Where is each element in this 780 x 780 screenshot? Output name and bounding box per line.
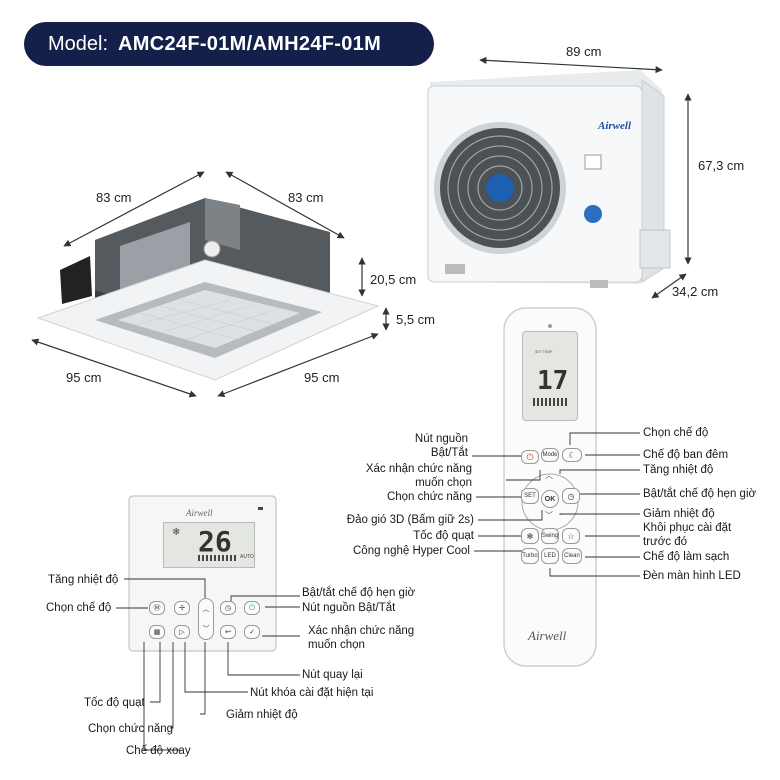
remote-label-clean: Chế độ làm sạch (643, 551, 730, 563)
wall-label-fan: Tốc độ quạt (84, 697, 145, 709)
remote-label-hyper: Công nghệ Hyper Cool (353, 545, 470, 557)
remote-timer-button[interactable]: ◷ (562, 488, 580, 504)
outdoor-depth-label: 34,2 cm (672, 284, 719, 299)
wall-timer-button[interactable]: ◷ (220, 601, 236, 615)
remote-set-temp: SET TEMP (535, 350, 553, 354)
wall-down-icon[interactable]: ﹀ (202, 626, 210, 633)
wall-label-power: Nút nguồn Bật/Tắt (302, 602, 396, 614)
remote-label-fan: Tốc độ quạt (413, 530, 474, 542)
remote-ok-button[interactable]: OK (541, 490, 559, 508)
wall-brand: Airwell (185, 508, 213, 518)
remote-sleep-button[interactable]: ☾ (562, 448, 582, 462)
wall-fan-button[interactable]: ✢ (174, 601, 190, 615)
model-value: AMC24F-01M/AMH24F-01M (118, 32, 382, 55)
cassette-side2-label: 83 cm (288, 190, 324, 205)
remote-label-mode: Chọn chế độ (643, 427, 709, 439)
remote-label-temp-up: Tăng nhiệt độ (643, 464, 714, 476)
remote-fan-bars (533, 398, 567, 406)
model-label: Model: (48, 32, 109, 55)
remote-swing-button[interactable]: Swing (541, 528, 559, 544)
cassette-panel2-label: 95 cm (304, 370, 340, 385)
cassette-unit (36, 198, 380, 381)
wall-back-button[interactable]: ↩ (220, 625, 236, 639)
remote-brand: Airwell (527, 628, 567, 643)
remote-led-button[interactable]: LED (541, 548, 559, 564)
remote-label-sleep: Chế độ ban đêm (643, 449, 729, 461)
outdoor-height-label: 67,3 cm (698, 158, 745, 173)
remote-label-restore: Khôi phục cài đặt trước đó (643, 522, 732, 548)
remote-fan-button[interactable]: ✻ (521, 528, 539, 544)
cassette-panel1-label: 95 cm (66, 370, 102, 385)
remote-restore-button[interactable]: ☆ (562, 528, 580, 544)
remote-set-button[interactable]: SET (521, 488, 539, 504)
remote-down-icon[interactable]: ﹀ (545, 511, 553, 520)
cassette-panel-height-label: 5,5 cm (396, 312, 436, 327)
wall-swing-button[interactable]: ▷ (174, 625, 190, 639)
wall-label-function: Chọn chức năng (88, 723, 174, 735)
wall-mode-button[interactable]: Ⓜ (149, 601, 165, 615)
remote-power-button[interactable]: ⏻ (521, 450, 539, 464)
wall-label-swing: Chế độ xoay (126, 745, 191, 757)
wall-temp: 26 (198, 525, 232, 558)
wall-label-confirm: Xác nhận chức năng muốn chọn (308, 625, 415, 651)
wall-label-lock: Nút khóa cài đặt hiện tại (250, 687, 374, 699)
wall-power-button[interactable]: ⏻ (244, 601, 260, 615)
remote-turbo-button[interactable]: Turbo (521, 548, 539, 564)
remote-label-temp-down: Giảm nhiệt độ (643, 508, 715, 520)
remote-up-icon[interactable]: ︿ (545, 471, 553, 480)
remote-label-power: Nút nguồn Bật/Tắt (414, 433, 468, 459)
remote-temp: 17 (537, 366, 569, 396)
model-badge: Model: AMC24F-01M/AMH24F-01M (24, 22, 434, 66)
wall-function-button[interactable]: ▦ (149, 625, 165, 639)
remote-label-confirm: Xác nhận chức năng muốn chọn (365, 463, 472, 489)
outdoor-brand: Airwell (597, 120, 632, 132)
remote-mode-button[interactable]: Mode (541, 448, 559, 462)
wall-label-mode: Chọn chế độ (46, 602, 112, 614)
wall-up-icon[interactable]: ︿ (202, 606, 210, 613)
wall-snow-icon: ❄ (172, 527, 181, 538)
wall-label-temp-down: Giảm nhiệt độ (226, 709, 298, 721)
wall-fan-bars (198, 555, 238, 561)
wall-auto-text: AUTO (240, 554, 254, 560)
wall-label-temp-up: Tăng nhiệt độ (48, 574, 119, 586)
wall-lcd: ❄ 26 AUTO (163, 522, 255, 568)
wall-label-back: Nút quay lại (302, 669, 363, 681)
wall-updown-button[interactable]: ︿﹀ (198, 598, 214, 640)
cassette-height-label: 20,5 cm (370, 272, 417, 287)
remote-label-led: Đèn màn hình LED (643, 570, 741, 582)
outdoor-width-label: 89 cm (566, 44, 602, 59)
wall-label-timer: Bật/tắt chế độ hẹn giờ (302, 587, 416, 599)
remote-label-swing: Đảo gió 3D (Bấm giữ 2s) (346, 514, 474, 526)
remote-label-function: Chọn chức năng (386, 491, 472, 503)
remote-clean-button[interactable]: Clean (562, 548, 582, 564)
outdoor-unit: Airwell (427, 70, 671, 288)
cassette-side1-label: 83 cm (96, 190, 132, 205)
wall-confirm-button[interactable]: ✓ (244, 625, 260, 639)
remote-label-timer: Bật/tắt chế độ hẹn giờ (643, 488, 757, 500)
remote-lcd: SET TEMP 17 (522, 331, 578, 421)
